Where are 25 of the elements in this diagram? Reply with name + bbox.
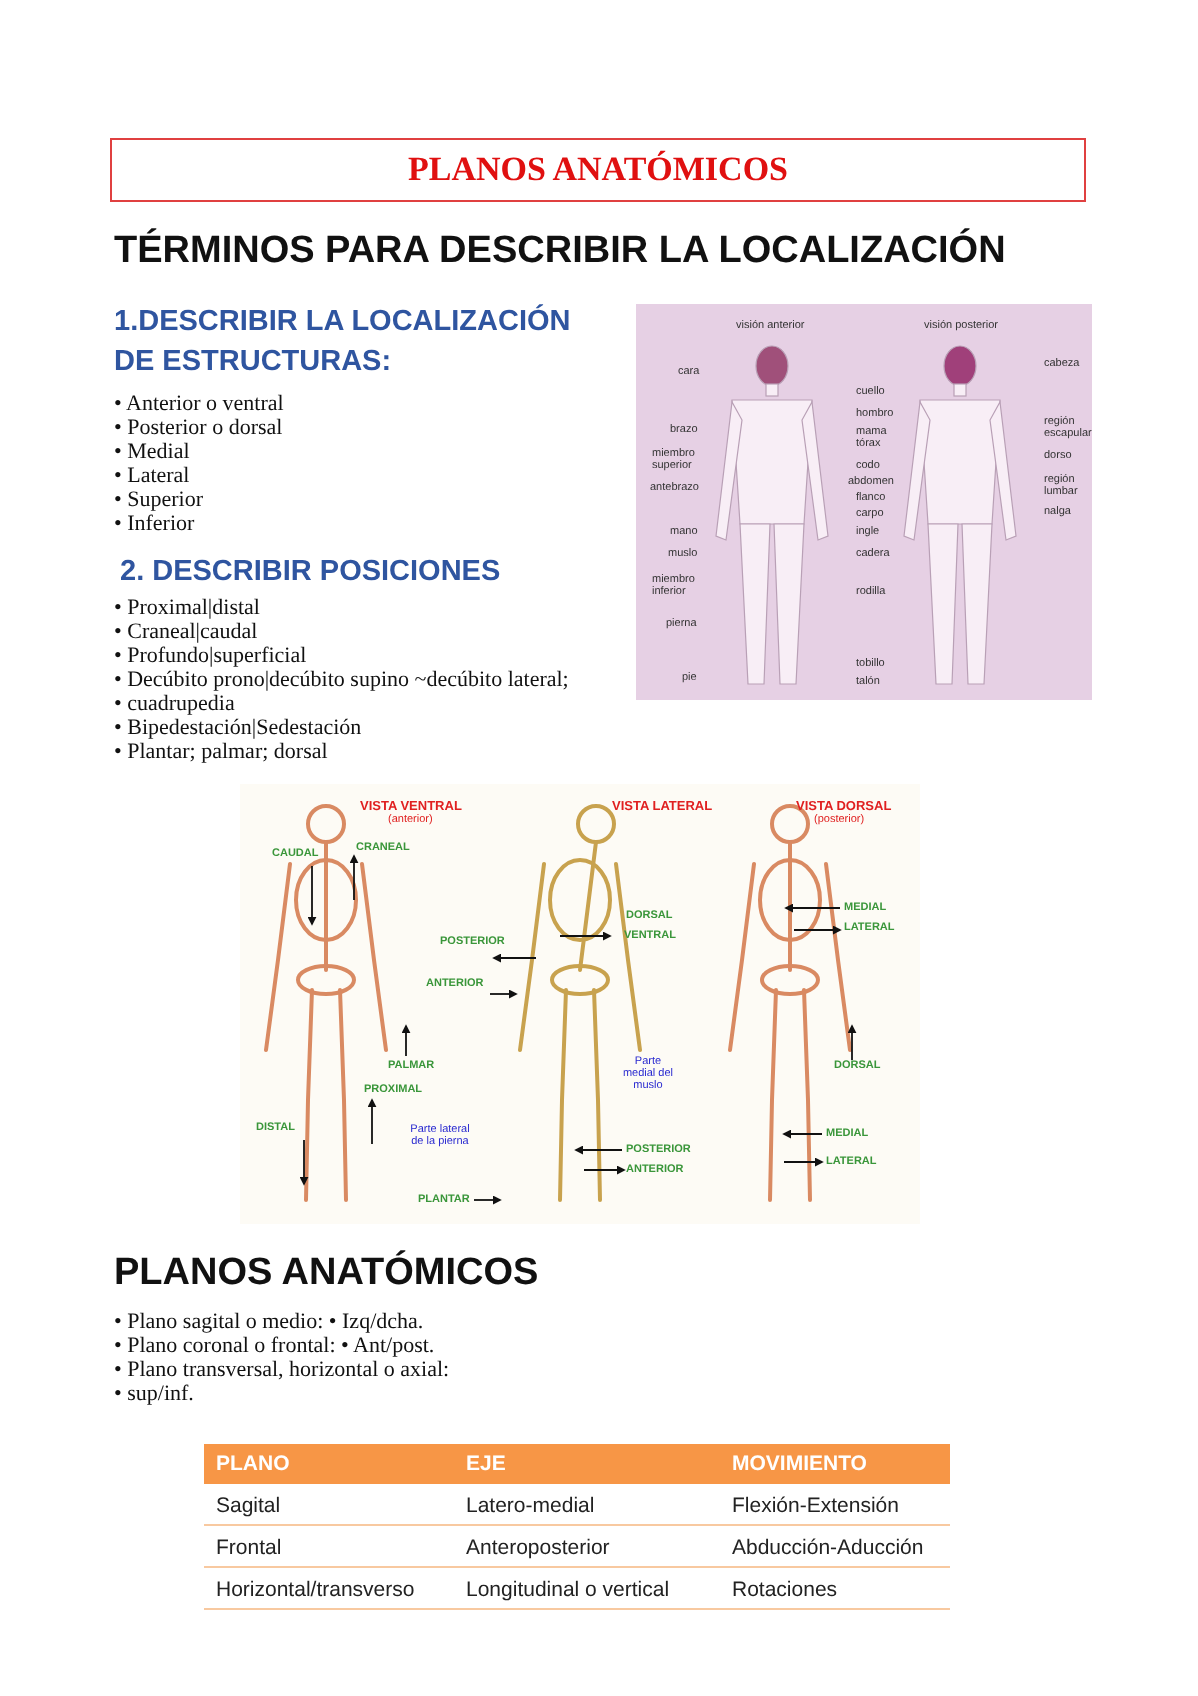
list-item: • Craneal|caudal [114,620,258,644]
list-item: • Anterior o ventral [114,392,284,416]
list-item: • Plano sagital o medio: • Izq/dcha. [114,1310,424,1334]
section-heading: 2. DESCRIBIR POSICIONES [120,554,501,592]
section-heading: TÉRMINOS PARA DESCRIBIR LA LOCALIZACIÓN [114,230,1006,274]
table-header-cell: EJE [454,1444,720,1484]
list-item: • cuadrupedia [114,692,235,716]
list-item: • Lateral [114,464,190,488]
list-item: • Plano transversal, horizontal o axial: [114,1358,450,1382]
list-item: • Superior [114,488,203,512]
section-heading: PLANOS ANATÓMICOS [114,1252,539,1296]
list-item: • Plantar; palmar; dorsal [114,740,328,764]
list-item: • sup/inf. [114,1382,194,1406]
table-header-cell: PLANO [204,1444,454,1484]
list-item: • Profundo|superficial [114,644,307,668]
list-item: • Inferior [114,512,195,536]
section-heading: 1.DESCRIBIR LA LOCALIZACIÓN DE ESTRUCTURAS: [114,302,573,382]
list-item: • Proximal|distal [114,596,260,620]
list-item: • Decúbito prono|decúbito supino ~decúbito lateral; [114,668,569,692]
table-header-cell: MOVIMIENTO [720,1444,950,1484]
list-item: • Posterior o dorsal [114,416,283,440]
list-item: • Plano coronal o frontal: • Ant/post. [114,1334,435,1358]
list-item: • Medial [114,440,190,464]
page-title: PLANOS ANATÓMICOS [110,138,1086,202]
list-item: • Bipedestación|Sedestación [114,716,362,740]
